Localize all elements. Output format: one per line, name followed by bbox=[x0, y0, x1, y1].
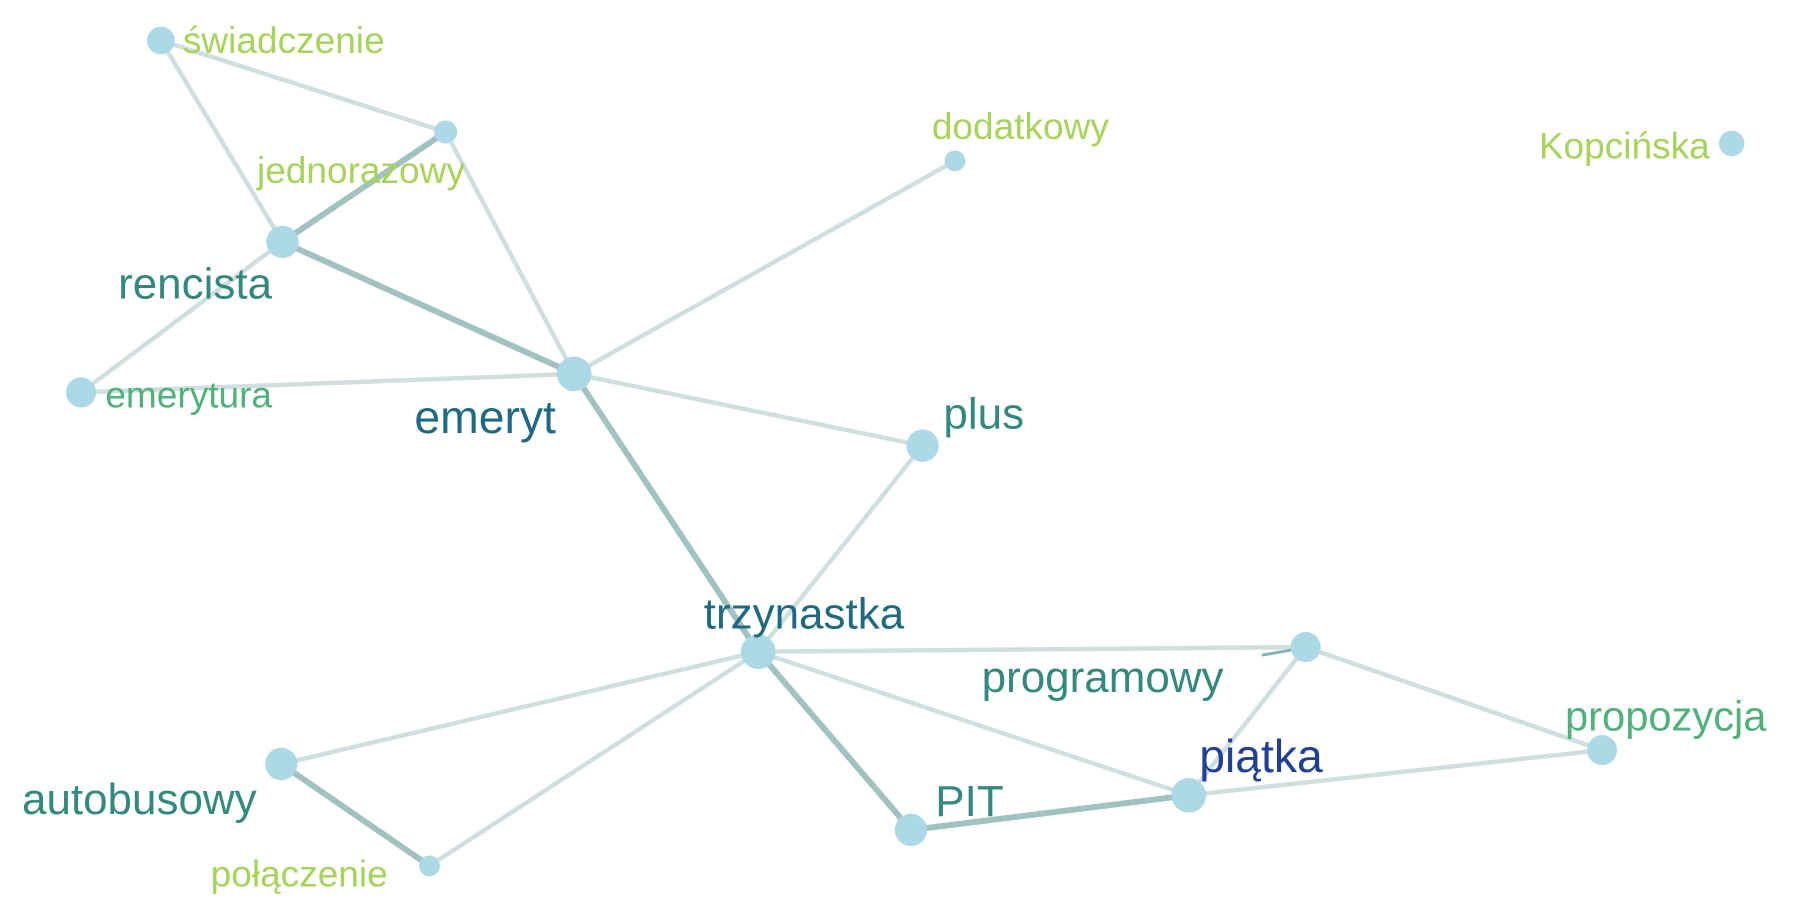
labels-layer: świadczenie jednorazowy dodatkowy Kopcińska… bbox=[22, 19, 1767, 894]
edge-piatka-propozycja bbox=[1186, 747, 1605, 798]
node-label-emeryt: emeryt bbox=[414, 391, 556, 443]
node-label-plus: plus bbox=[943, 389, 1024, 438]
node-label-propozycja: propozycja bbox=[1565, 692, 1767, 739]
edge-rencista-emerytura bbox=[78, 239, 285, 395]
node-kopcinska bbox=[1718, 130, 1745, 157]
node-label-jednorazowy: jednorazowy bbox=[256, 149, 465, 191]
node-label-programowy: programowy bbox=[982, 653, 1224, 702]
node-piatka bbox=[1171, 777, 1207, 813]
edge-emeryt-plus bbox=[571, 371, 925, 448]
edge-plus-trzynastka bbox=[755, 443, 925, 654]
node-autobusowy bbox=[265, 747, 298, 781]
edge-swiadczenie-rencista bbox=[158, 38, 285, 245]
node-label-emerytura: emerytura bbox=[105, 373, 272, 415]
node-label-trzynastka: trzynastka bbox=[704, 590, 905, 639]
node-trzynastka bbox=[740, 634, 776, 670]
node-polaczenie bbox=[419, 855, 440, 877]
edge-trzynastka-pit bbox=[755, 648, 914, 833]
edge-jednorazowy-rencista bbox=[279, 128, 449, 245]
edge-trzynastka-piatka bbox=[755, 649, 1192, 798]
node-label-swiadczenie: świadczenie bbox=[183, 19, 385, 61]
node-emeryt bbox=[556, 356, 592, 392]
node-propozycja bbox=[1587, 735, 1618, 766]
edge-autobusowy-polaczenie bbox=[278, 760, 433, 869]
node-label-kopcinska: Kopcińska bbox=[1539, 125, 1710, 167]
edge-pit-piatka bbox=[907, 792, 1192, 833]
node-label-polaczenie: połączenie bbox=[211, 853, 388, 895]
edge-emeryt-dodatkowy bbox=[571, 158, 958, 377]
edge-trzynastka-polaczenie bbox=[427, 649, 761, 869]
node-rencista bbox=[266, 225, 299, 259]
edge-emeryt-trzynastka bbox=[571, 370, 762, 655]
node-label-piatka: piątka bbox=[1199, 730, 1323, 782]
node-label-autobusowy: autobusowy bbox=[22, 775, 257, 824]
edge-programowy-piatka bbox=[1186, 644, 1308, 798]
edges-layer bbox=[78, 38, 1605, 869]
node-dodatkowy bbox=[944, 150, 966, 172]
edge-swiadczenie-jednorazowy bbox=[158, 38, 448, 135]
node-label-rencista: rencista bbox=[118, 260, 273, 309]
node-label-pit: PIT bbox=[935, 777, 1003, 826]
node-pit bbox=[894, 813, 928, 847]
node-jednorazowy bbox=[434, 120, 458, 144]
edge-emerytura-emeryt bbox=[78, 371, 577, 395]
edge-trzynastka-autobusowy bbox=[279, 649, 761, 767]
node-emerytura bbox=[65, 377, 97, 408]
node-programowy bbox=[1290, 632, 1321, 663]
node-label-dodatkowy: dodatkowy bbox=[932, 105, 1110, 147]
node-plus bbox=[906, 429, 939, 462]
nodes-layer bbox=[65, 26, 1745, 877]
edge-trzynastka-programowy bbox=[755, 644, 1308, 654]
edge-programowy-propozycja bbox=[1303, 644, 1605, 753]
node-swiadczenie bbox=[147, 26, 175, 55]
edge-rencista-emeryt bbox=[279, 238, 578, 377]
edge-jednorazowy-emeryt bbox=[443, 129, 577, 377]
